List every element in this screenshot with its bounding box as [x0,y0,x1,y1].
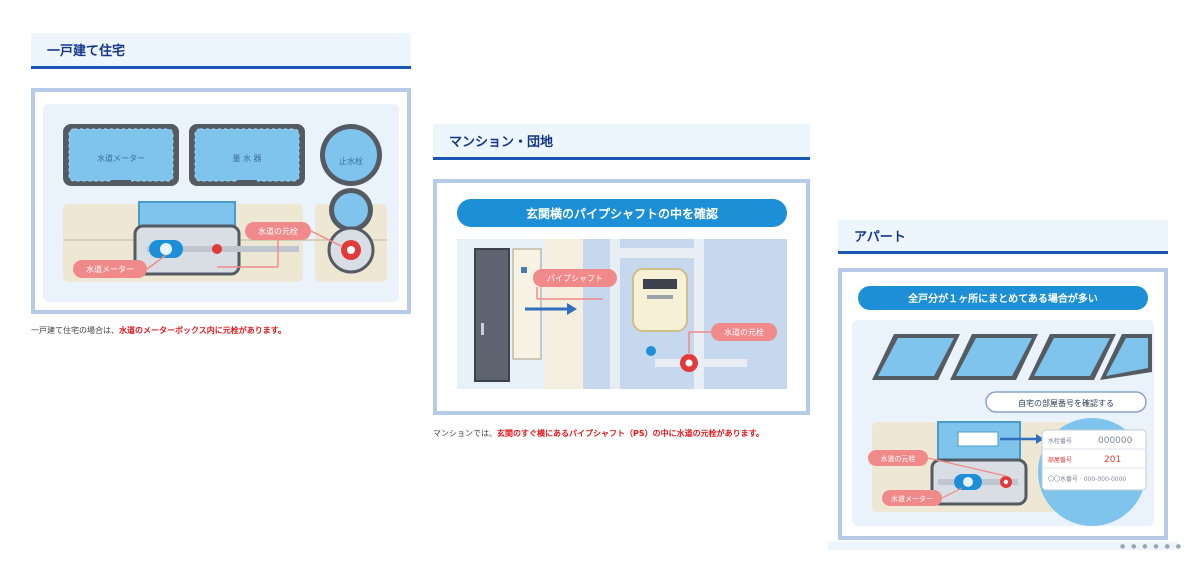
meter-unit [632,268,688,332]
apartment-meter [954,474,982,490]
pipe-shaft-tag-text: パイプシャフト [547,274,603,283]
stop-valve-label: 止水栓 [339,156,363,166]
meter-lid-2: 量 水 器 [189,124,305,186]
plate-row2-label: 部屋番号 [1048,456,1072,464]
apartment-illustration: 全戸分が１ヶ所にまとめてある場合が多い 自宅の部屋番号を確認する [838,268,1168,540]
door-icon [474,248,510,382]
plate-row1-value: 000000 [1098,436,1133,446]
arrow-plate-icon [1000,434,1044,444]
plate-row2-value: 201 [1104,455,1121,465]
mansion-caption-emph: 玄関のすぐ横にあるパイプシャフト（PS）の中に水道の元栓があります。 [497,429,764,438]
main-valve-icon [341,240,361,260]
house-caption-emph: 水道のメーターボックス内に元栓があります。 [119,326,286,335]
heading-mansion: マンション・団地 [433,124,810,160]
apartment-valve-icon [1000,476,1012,488]
water-meter [149,240,183,258]
apartment-meter-tag-text: 水道メーター [891,494,933,503]
house-illustration: 水道メーター 量 水 器 止水栓 [31,88,411,314]
mansion-caption-plain: マンションでは、 [433,429,497,438]
heading-apartment: アパート [838,220,1168,254]
mansion-banner: 玄関横のパイプシャフトの中を確認 [457,199,787,227]
drainage-lid-label: 量 水 器 [232,153,261,163]
mansion-illustration: 玄関横のパイプシャフトの中を確認 [433,179,810,415]
mansion-valve-icon [680,354,698,372]
apartment-banner-text: 全戸分が１ヶ所にまとめてある場合が多い [907,292,1098,305]
house-caption-plain: 一戸建て住宅の場合は、 [31,326,119,335]
apartment-main-valve-tag: 水道の元栓 [868,450,1007,477]
meter-tag-text: 水道メーター [86,264,134,274]
carousel-dots[interactable]: ● ● ● ● ● ● [1120,543,1183,550]
plate-row3: 〇〇水番号 · 000-000-0000 [1048,475,1126,483]
check-room-tag-text: 自宅の部屋番号を確認する [1018,398,1114,408]
mansion-main-valve-tag: 水道の元栓 [688,323,777,355]
heading-apartment-text: アパート [854,230,906,245]
pipe-shaft-tag: パイプシャフト [533,269,617,300]
mansion-main-valve-tag-text: 水道の元栓 [724,327,764,337]
stop-valve-lid: 止水栓 [320,124,382,186]
mansion-banner-text: 玄関横のパイプシャフトの中を確認 [526,206,718,221]
apartment-meter-tag: 水道メーター [882,487,963,506]
mansion-caption: マンションでは、玄関のすぐ横にあるパイプシャフト（PS）の中に水道の元栓がありま… [433,428,764,439]
meter-lid-1: 水道メーター [63,124,179,186]
main-valve-tag: 水道の元栓 [217,222,342,268]
apartment-main-valve-tag-text: 水道の元栓 [881,454,916,463]
meter-tag: 水道メーター [73,254,167,278]
apartment-banner: 全戸分が１ヶ所にまとめてある場合が多い [858,286,1148,310]
meter-lid-label: 水道メーター [97,153,145,163]
room-number-plate: 水栓番号 000000 部屋番号 201 〇〇水番号 · 000-000-000… [1038,418,1147,526]
heading-house: 一戸建て住宅 [31,33,411,69]
apartment-next-strip [828,542,1178,550]
house-caption: 一戸建て住宅の場合は、水道のメーターボックス内に元栓があります。 [31,325,286,336]
check-room-tag: 自宅の部屋番号を確認する [985,391,1147,413]
heading-house-text: 一戸建て住宅 [47,44,126,59]
apartment-lids [872,334,1152,380]
plate-row1-label: 水栓番号 [1048,437,1072,445]
main-valve-tag-text: 水道の元栓 [258,226,298,236]
arrow-right-icon [525,303,577,315]
heading-mansion-text: マンション・団地 [449,135,554,150]
